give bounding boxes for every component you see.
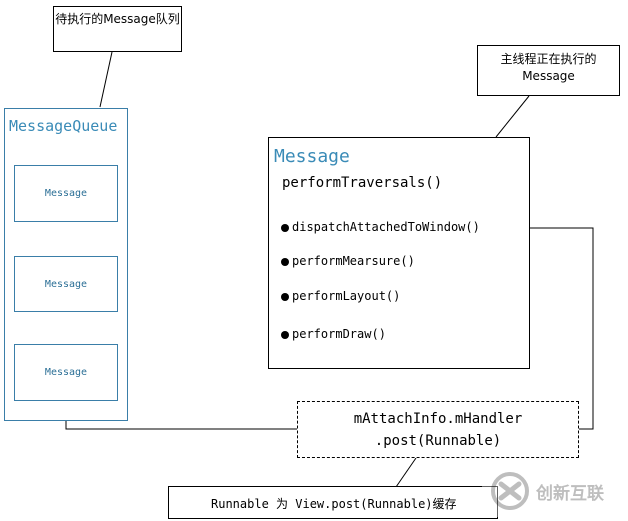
main-thread-note-pointer xyxy=(495,95,530,138)
queue-note-pointer xyxy=(99,51,113,108)
call-bullet-4 xyxy=(281,331,289,339)
call-label-layout: performLayout() xyxy=(292,289,401,303)
runnable-note-text: Runnable 为 View.post(Runnable)缓存 xyxy=(211,497,457,511)
message-queue-title: MessageQueue xyxy=(9,117,118,135)
queue-message-3: Message xyxy=(14,344,118,401)
runnable-note-pointer xyxy=(395,457,417,488)
current-message-box: Message performTraversals() xyxy=(268,137,530,369)
queue-message-2: Message xyxy=(14,256,118,312)
queue-message-3-label: Message xyxy=(44,367,88,378)
handler-post-box: mAttachInfo.mHandler .post(Runnable) xyxy=(297,401,579,458)
queue-message-1-label: Message xyxy=(44,188,88,199)
queue-note: 待执行的Message队列 xyxy=(53,6,182,52)
handler-post-line1: mAttachInfo.mHandler xyxy=(353,411,523,427)
dispatch-to-handler-line xyxy=(499,227,594,430)
perform-traversals-label: performTraversals() xyxy=(282,175,443,191)
call-bullet-3 xyxy=(281,293,289,301)
call-label-measure: performMearsure() xyxy=(292,254,415,268)
main-thread-note-text: 主线程正在执行的Message xyxy=(500,52,597,83)
main-thread-note: 主线程正在执行的Message xyxy=(477,45,620,96)
call-label-dispatch: dispatchAttachedToWindow() xyxy=(292,220,480,234)
call-bullet-2 xyxy=(281,258,289,266)
handler-post-line2: .post(Runnable) xyxy=(374,433,502,449)
runnable-note: Runnable 为 View.post(Runnable)缓存 xyxy=(168,486,498,519)
call-bullet-1 xyxy=(281,224,289,232)
call-label-draw: performDraw() xyxy=(292,327,386,341)
brand-logo-icon xyxy=(491,472,529,510)
queue-note-text: 待执行的Message队列 xyxy=(55,12,180,26)
watermark: 创新互联 xyxy=(482,465,626,517)
queue-message-1: Message xyxy=(14,165,118,222)
watermark-text: 创新互联 xyxy=(536,483,604,504)
queue-message-2-label: Message xyxy=(44,278,88,290)
current-message-title: Message xyxy=(274,146,350,167)
